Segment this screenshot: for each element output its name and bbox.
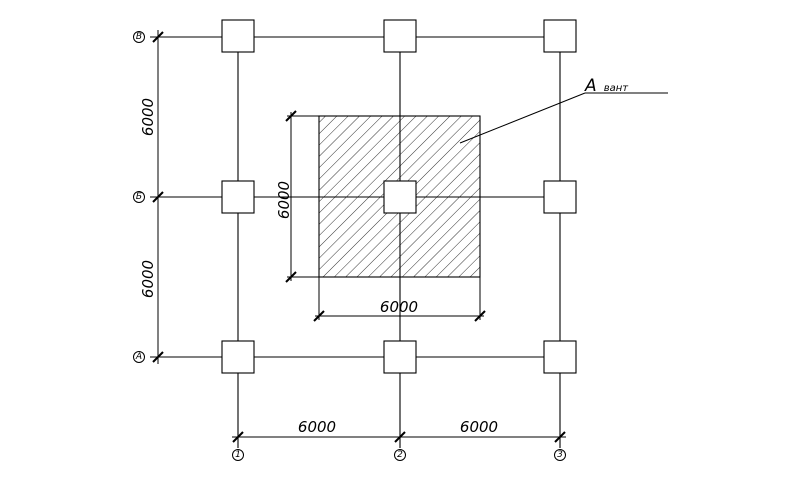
column-2-b <box>383 180 417 214</box>
dim-text-vertical-b-a: 6000 <box>139 260 157 298</box>
column-1-a <box>221 340 255 374</box>
column-1-b <box>221 180 255 214</box>
dim-tick-zone-bottom <box>285 271 297 283</box>
svg-text:А: А <box>135 352 142 362</box>
dim-tick-zone-top <box>285 110 297 122</box>
svg-text:1: 1 <box>235 450 241 460</box>
column-3-b <box>543 180 577 214</box>
axis-marker-row-v: В <box>133 31 145 43</box>
zone-label-subscript: вант <box>604 83 630 94</box>
column-1-v <box>221 19 255 53</box>
dim-tick-bottom-3 <box>554 431 566 443</box>
column-3-a <box>543 340 577 374</box>
dim-tick-bottom-1 <box>232 431 244 443</box>
dim-text-zone-height: 6000 <box>275 181 293 219</box>
axis-marker-col-2: 2 <box>394 449 406 461</box>
axis-marker-row-a: А <box>133 351 145 363</box>
dim-text-horizontal-2-3: 6000 <box>460 418 498 436</box>
dim-text-vertical-v-b: 6000 <box>139 98 157 136</box>
dim-text-horizontal-1-2: 6000 <box>298 418 336 436</box>
dim-tick-left-a <box>152 351 164 363</box>
axis-marker-col-1: 1 <box>232 449 244 461</box>
dim-tick-left-b <box>152 191 164 203</box>
axis-marker-col-3: 3 <box>554 449 566 461</box>
zone-leader-line <box>459 92 586 144</box>
dim-tick-zone-left <box>313 310 325 322</box>
column-2-v <box>383 19 417 53</box>
zone-label: A вант <box>584 76 629 96</box>
svg-text:Б: Б <box>136 192 142 202</box>
svg-text:3: 3 <box>557 450 563 460</box>
svg-text:2: 2 <box>397 450 403 460</box>
dim-tick-left-v <box>152 31 164 43</box>
svg-text:В: В <box>136 32 142 42</box>
dim-text-zone-width: 6000 <box>380 298 418 316</box>
column-2-a <box>383 340 417 374</box>
zone-label-main: A <box>584 76 597 96</box>
axis-marker-row-b: Б <box>133 191 145 203</box>
column-3-v <box>543 19 577 53</box>
dim-tick-bottom-2 <box>394 431 406 443</box>
dim-tick-zone-right <box>474 310 486 322</box>
